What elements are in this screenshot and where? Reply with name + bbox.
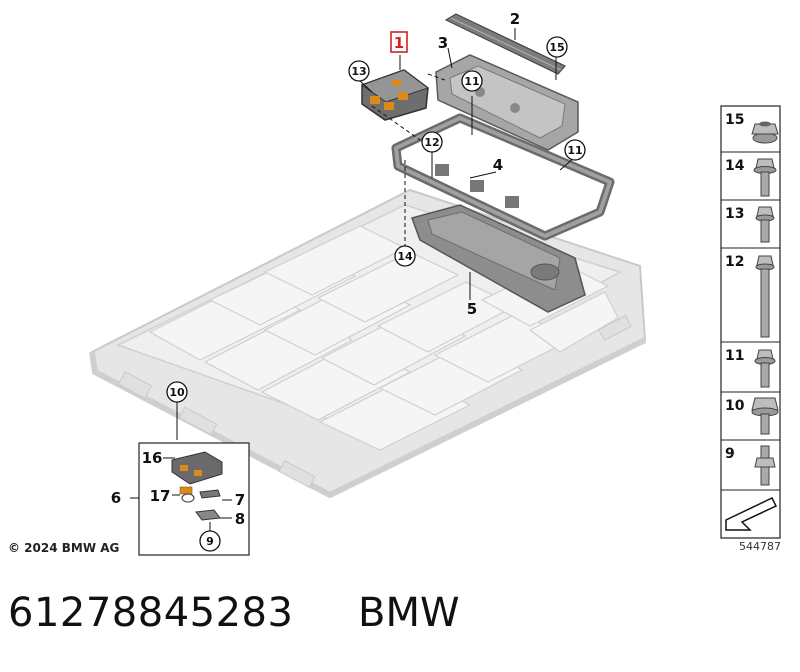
callout-2: 2 — [510, 10, 520, 28]
legend-num-12: 12 — [725, 254, 744, 270]
callout-11-a: 11 — [464, 75, 479, 88]
legend-num-14: 14 — [725, 158, 745, 174]
image-code: 544787 — [739, 540, 781, 553]
leader-lines — [163, 28, 575, 531]
short-hex-bolt-icon — [755, 206, 775, 243]
callout-8: 8 — [235, 510, 245, 528]
callout-14: 14 — [397, 250, 413, 263]
callout-3: 3 — [438, 34, 448, 52]
direction-arrow-icon — [725, 497, 778, 531]
callout-7: 7 — [235, 491, 245, 509]
part-5-cover-plate — [411, 204, 586, 313]
callout-16: 16 — [142, 449, 163, 467]
callout-9: 9 — [206, 535, 214, 548]
callout-5: 5 — [467, 300, 477, 318]
legend-num-11: 11 — [725, 348, 744, 364]
callout-15: 15 — [549, 41, 564, 54]
highlight-box — [390, 31, 408, 53]
part-1-control-module — [360, 69, 430, 121]
callout-12: 12 — [424, 136, 439, 149]
large-flange-nut-icon — [751, 397, 779, 435]
legend-num-13: 13 — [725, 206, 744, 222]
legend-num-9: 9 — [725, 446, 735, 462]
flange-bolt-icon — [754, 349, 776, 388]
long-hex-bolt-icon — [755, 255, 775, 338]
callout-labels: 1 2 3 4 5 6 7 8 16 17 — [111, 10, 520, 528]
copyright-notice: © 2024 BMW AG — [8, 541, 120, 555]
circled-callout-text: 13 11 15 12 11 14 10 9 — [169, 41, 582, 548]
callout-17: 17 — [150, 487, 171, 505]
exploded-parts-diagram: 1 2 3 4 5 6 7 8 16 17 13 11 15 12 11 14 … — [89, 10, 781, 556]
legend-num-10: 10 — [725, 398, 745, 414]
callout-13: 13 — [351, 65, 366, 78]
callout-1: 1 — [394, 34, 404, 52]
part-number: 61278845283 — [8, 590, 294, 636]
part-4-frame — [391, 113, 615, 241]
circled-callouts — [166, 36, 586, 552]
inset-box — [130, 442, 250, 556]
stud-bolt-icon — [754, 445, 776, 486]
fastener-legend: 15 14 13 12 11 10 9 — [720, 105, 781, 539]
flange-nut-icon — [751, 121, 779, 144]
part-2-strip — [444, 13, 566, 75]
brand-name: BMW — [358, 590, 460, 636]
callout-11-b: 11 — [567, 144, 582, 157]
callout-10: 10 — [169, 386, 185, 399]
callout-4: 4 — [493, 156, 503, 174]
hex-bolt-with-washer-icon — [753, 158, 777, 197]
callout-6: 6 — [111, 489, 121, 507]
legend-num-15: 15 — [725, 112, 744, 128]
